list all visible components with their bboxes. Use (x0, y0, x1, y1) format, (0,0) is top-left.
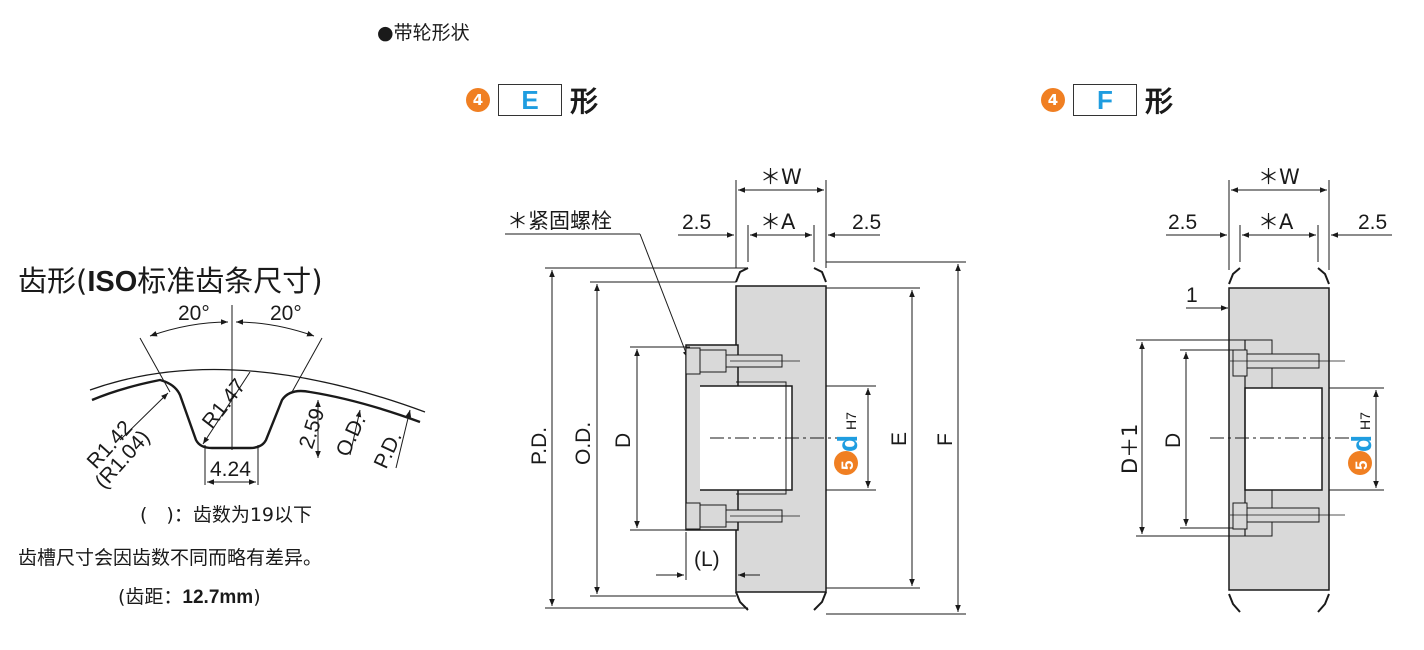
d-label: D (612, 433, 635, 448)
type-suffix: 形 (1145, 85, 1174, 118)
type-e-drawing: ＊W ＊A 2.5 2.5 ＊紧固螺栓 P.D. O.D. D (505, 165, 966, 615)
a-label: ＊A (760, 210, 796, 234)
a-label: ＊A (1258, 210, 1294, 234)
w-label: ＊W (1258, 165, 1300, 189)
pd-label: P.D. (370, 428, 407, 472)
w-label: ＊W (760, 165, 802, 189)
type-suffix: 形 (570, 85, 599, 118)
tooth-profile-title: 齿形(ISO标准齿条尺寸) (18, 264, 323, 298)
d-plus-one-label: D＋1 (1120, 423, 1142, 474)
e-label: E (888, 432, 911, 446)
od-label: O.D. (572, 422, 595, 465)
type-letter-box: E (498, 84, 562, 116)
section-title: ●带轮形状 (377, 22, 470, 44)
bore-number: 5 (1352, 461, 1371, 470)
type-e-header: 4 E 形 (466, 80, 598, 120)
bore-tolerance: H7 (843, 412, 859, 430)
od-label: O.D. (332, 411, 371, 460)
number-badge: 4 (466, 88, 490, 112)
side-right-label: 2.5 (1358, 211, 1387, 234)
type-f-header: 4 F 形 (1041, 80, 1173, 120)
tip-radius-label: R1.47 (198, 375, 251, 433)
pd-label: P.D. (528, 427, 551, 465)
side-left-label: 2.5 (1168, 211, 1197, 234)
angle-right-label: 20° (270, 302, 302, 325)
type-letter-box: F (1073, 84, 1137, 116)
l-label: (L) (694, 548, 720, 571)
tooth-note-pitch: (齿距：12.7mm) (118, 586, 261, 608)
number-badge: 4 (1041, 88, 1065, 112)
bore-letter: d (1346, 435, 1377, 452)
tooth-note-groove-variation: 齿槽尺寸会因齿数不同而略有差异。 (18, 547, 323, 569)
bore-number-badge (1348, 451, 1372, 475)
bolt-label: ＊紧固螺栓 (507, 209, 612, 233)
bore-letter: d (832, 435, 863, 452)
tooth-note-small-count: ( )：齿数为19以下 (140, 504, 313, 526)
groove-width-label: 4.24 (210, 458, 251, 481)
d-label: D (1162, 433, 1185, 448)
tooth-profile-diagram: 20° 20° 4.24 R1.42 (R1.04) R1.47 2.59 O.… (83, 302, 426, 490)
type-f-drawing: ＊W ＊A 2.5 2.5 1 D＋1 D 5 d H7 (1120, 165, 1392, 613)
bore-number: 5 (838, 461, 857, 470)
one-label: 1 (1186, 284, 1198, 307)
f-label: F (934, 433, 957, 446)
tooth-depth-label: 2.59 (295, 406, 330, 452)
side-left-label: 2.5 (682, 211, 711, 234)
angle-left-label: 20° (178, 302, 210, 325)
side-right-label: 2.5 (852, 211, 881, 234)
bore-number-badge (834, 451, 858, 475)
bore-tolerance: H7 (1357, 412, 1373, 430)
